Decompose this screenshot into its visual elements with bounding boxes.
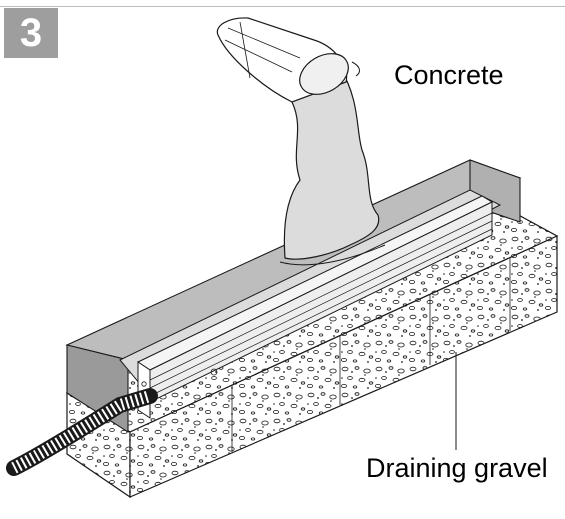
concrete-label: Concrete xyxy=(394,60,504,90)
draining-gravel-label: Draining gravel xyxy=(366,453,548,483)
concrete-pour xyxy=(279,67,386,266)
drain-channel-icon xyxy=(136,195,494,419)
bucket-icon xyxy=(216,17,360,103)
step-number-badge: 3 xyxy=(4,8,58,58)
top-divider xyxy=(0,6,565,7)
corrugated-pipe-icon xyxy=(6,388,158,476)
